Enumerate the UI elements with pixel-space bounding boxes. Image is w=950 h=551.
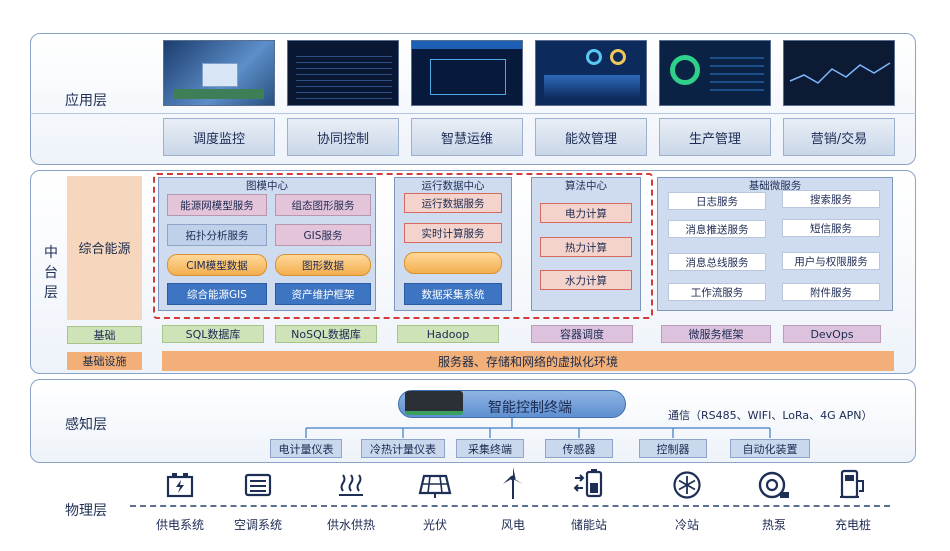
cim-model-data[interactable]: CIM模型数据 <box>167 254 267 276</box>
physical-label-3: 供水供热 <box>326 518 375 532</box>
screenshot-panel <box>710 51 764 97</box>
runtime-center-title: 运行数据中心 <box>421 180 485 192</box>
micro-services-title: 基础微服务 <box>748 180 802 192</box>
marketing-screenshot[interactable] <box>783 40 895 106</box>
middle-layer-title-3: 层 <box>44 285 58 301</box>
infra-bar: 服务器、存储和网络的虚拟化环境 <box>162 351 894 371</box>
app-button-2[interactable]: 协同控制 <box>287 118 399 156</box>
microservice-framework[interactable]: 微服务框架 <box>661 325 771 343</box>
solar-panel-icon <box>418 472 452 500</box>
devops[interactable]: DevOps <box>783 325 881 343</box>
wind-turbine-icon <box>498 466 528 500</box>
data-collection-system[interactable]: 数据采集系统 <box>404 283 502 305</box>
core-services-outline <box>153 173 653 319</box>
comm-protocols: 通信（RS485、WIFI、LoRa、4G APN） <box>668 409 873 422</box>
search-service[interactable]: 搜索服务 <box>782 190 880 208</box>
water-calc[interactable]: 水力计算 <box>540 270 632 290</box>
physical-dashed-line <box>130 505 890 507</box>
screenshot-gauge-1 <box>586 49 602 65</box>
topology-service[interactable]: 拓扑分析服务 <box>167 224 267 246</box>
sensor[interactable]: 传感器 <box>545 439 613 458</box>
controller[interactable]: 控制器 <box>639 439 707 458</box>
app-button-5[interactable]: 生产管理 <box>659 118 771 156</box>
app-button-3[interactable]: 智慧运维 <box>411 118 523 156</box>
screenshot-bars <box>544 75 640 99</box>
heat-calc[interactable]: 热力计算 <box>540 237 632 257</box>
charging-pile-icon <box>838 468 868 500</box>
physical-label-8: 热泵 <box>761 518 786 532</box>
middle-layer-title-2: 台 <box>44 265 58 281</box>
sensing-layer-title: 感知层 <box>65 417 107 433</box>
energy-storage-icon <box>573 468 605 500</box>
heat-icon <box>336 470 366 500</box>
screenshot-table <box>296 51 392 99</box>
graphic-data[interactable]: 图形数据 <box>275 254 371 276</box>
physical-label-9: 充电桩 <box>834 518 871 532</box>
section-label: 综合能源 <box>78 242 131 257</box>
base-label: 基础 <box>67 326 142 344</box>
middle-layer-title-1: 中 <box>44 245 58 261</box>
heat-meter[interactable]: 冷热计量仪表 <box>361 439 445 458</box>
automation-device[interactable]: 自动化装置 <box>730 439 810 458</box>
heat-pump-icon <box>758 469 790 500</box>
physical-label-6: 储能站 <box>570 518 607 532</box>
container-scheduling[interactable]: 容器调度 <box>531 325 633 343</box>
realtime-compute-service[interactable]: 实时计算服务 <box>404 223 502 243</box>
screenshot-donut <box>670 55 700 85</box>
runtime-database[interactable] <box>404 252 502 274</box>
algorithm-center-title: 算法中心 <box>565 180 607 192</box>
screenshot-line <box>789 62 891 84</box>
tuomo-center-title: 图模中心 <box>246 180 288 192</box>
energy-model-service[interactable]: 能源网模型服务 <box>167 194 267 216</box>
infra-label: 基础设施 <box>67 352 142 370</box>
app-button-4[interactable]: 能效管理 <box>535 118 647 156</box>
application-divider <box>30 113 916 114</box>
log-service[interactable]: 日志服务 <box>668 192 766 210</box>
battery-icon <box>165 470 195 500</box>
snowflake-icon <box>672 470 702 500</box>
air-conditioner-icon <box>243 470 273 500</box>
physical-layer-title: 物理层 <box>65 503 107 519</box>
physical-label-5: 风电 <box>500 518 525 532</box>
workflow-service[interactable]: 工作流服务 <box>668 283 766 301</box>
smart-ops-screenshot[interactable] <box>411 40 523 106</box>
sms-service[interactable]: 短信服务 <box>782 219 880 237</box>
config-graphic-service[interactable]: 组态图形服务 <box>275 194 371 216</box>
auth-service[interactable]: 用户与权限服务 <box>782 252 880 270</box>
smart-terminal-label: 智能控制终端 <box>488 400 572 416</box>
physical-label-1: 供电系统 <box>155 518 204 532</box>
asset-framework[interactable]: 资产维护框架 <box>275 283 371 305</box>
dispatch-monitor-screenshot[interactable] <box>163 40 275 106</box>
terminal-device-icon <box>405 391 463 415</box>
production-screenshot[interactable] <box>659 40 771 106</box>
physical-label-4: 光伏 <box>422 518 447 532</box>
screenshot-building <box>202 63 238 87</box>
runtime-data-service[interactable]: 运行数据服务 <box>404 193 502 213</box>
efficiency-screenshot[interactable] <box>535 40 647 106</box>
app-button-1[interactable]: 调度监控 <box>163 118 275 156</box>
nosql-database[interactable]: NoSQL数据库 <box>275 325 377 343</box>
gis-service[interactable]: GIS服务 <box>275 224 371 246</box>
electric-meter[interactable]: 电计量仪表 <box>270 439 342 458</box>
screenshot-ground <box>174 89 264 99</box>
app-button-6[interactable]: 营销/交易 <box>783 118 895 156</box>
physical-label-7: 冷站 <box>674 518 699 532</box>
attachment-service[interactable]: 附件服务 <box>782 283 880 301</box>
screenshot-gauge-2 <box>610 49 626 65</box>
application-layer-title: 应用层 <box>65 93 107 109</box>
sql-database[interactable]: SQL数据库 <box>162 325 264 343</box>
power-calc[interactable]: 电力计算 <box>540 203 632 223</box>
integrated-gis[interactable]: 综合能源GIS <box>167 283 267 305</box>
screenshot-topbar <box>412 41 522 49</box>
message-bus-service[interactable]: 消息总线服务 <box>668 253 766 271</box>
physical-label-2: 空调系统 <box>233 518 282 532</box>
push-service[interactable]: 消息推送服务 <box>668 220 766 238</box>
collab-control-screenshot[interactable] <box>287 40 399 106</box>
section-column <box>67 176 142 320</box>
screenshot-schematic <box>430 59 506 95</box>
collection-terminal[interactable]: 采集终端 <box>456 439 524 458</box>
hadoop[interactable]: Hadoop <box>397 325 499 343</box>
